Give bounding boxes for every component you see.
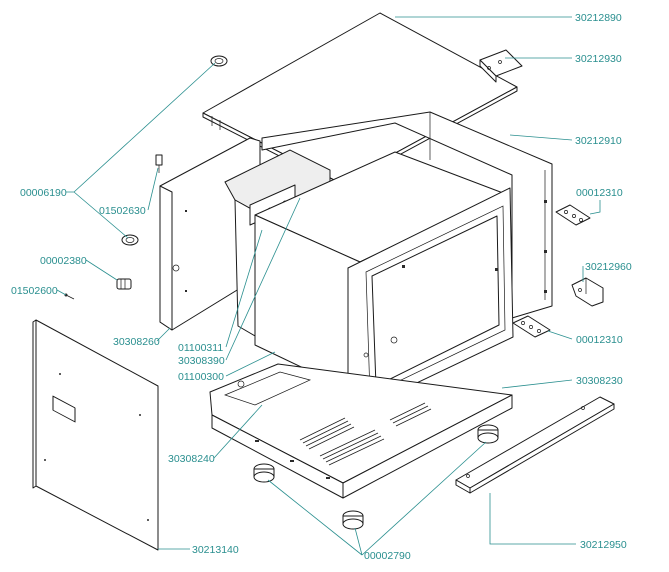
leader-30212910 bbox=[509, 134, 573, 141]
hinge-plate-lower bbox=[512, 315, 551, 338]
label-00012310-upper: 00012310 bbox=[576, 187, 623, 199]
label-30308240: 30308240 bbox=[168, 453, 215, 465]
front-frame bbox=[347, 187, 514, 411]
leader-30308390 bbox=[225, 197, 301, 361]
base-vents bbox=[299, 402, 432, 466]
leader-30308230 bbox=[501, 379, 573, 389]
label-30212890: 30212890 bbox=[575, 12, 622, 24]
leader-lines bbox=[56, 16, 601, 556]
leader-00002790 bbox=[267, 441, 487, 556]
foot-center bbox=[342, 510, 364, 530]
label-01502600: 01502600 bbox=[11, 285, 58, 297]
label-01502630: 01502630 bbox=[99, 205, 146, 217]
label-00002790: 00002790 bbox=[364, 550, 411, 562]
label-30212950: 30212950 bbox=[580, 539, 627, 551]
grommet-lower bbox=[121, 234, 139, 246]
leader-01502630 bbox=[147, 167, 159, 211]
hinge-bracket-30212960 bbox=[571, 277, 604, 307]
label-30308230: 30308230 bbox=[576, 375, 623, 387]
leader-00012310-upper bbox=[589, 200, 601, 215]
part-labels: 30212890 30212930 30212910 00006190 0150… bbox=[11, 12, 632, 562]
leader-30212950 bbox=[489, 493, 576, 545]
leader-01502600 bbox=[56, 289, 67, 296]
hinge-plate-upper bbox=[555, 204, 591, 226]
label-00012310-lower: 00012310 bbox=[576, 334, 623, 346]
screw-01502600 bbox=[64, 293, 75, 300]
label-30212910: 30212910 bbox=[575, 135, 622, 147]
label-30213140: 30213140 bbox=[192, 544, 239, 556]
leader-00012310-lower bbox=[547, 330, 573, 340]
label-01100311: 01100311 bbox=[178, 342, 223, 354]
base-tray bbox=[209, 363, 513, 499]
screw-01502630 bbox=[155, 154, 163, 173]
leader-01100311 bbox=[225, 229, 263, 348]
foot-right bbox=[477, 424, 499, 444]
cable-gland bbox=[116, 278, 132, 290]
label-30308260: 30308260 bbox=[113, 336, 160, 348]
leader-00002380 bbox=[85, 259, 118, 281]
label-00002380: 00002380 bbox=[40, 255, 87, 267]
label-00006190: 00006190 bbox=[20, 187, 67, 199]
label-30212960: 30212960 bbox=[585, 261, 632, 273]
label-30212930: 30212930 bbox=[575, 53, 622, 65]
top-bracket bbox=[479, 49, 523, 83]
side-rail bbox=[455, 396, 615, 494]
leader-00006190 bbox=[66, 62, 216, 239]
leader-30308260 bbox=[156, 327, 171, 342]
label-01100300: 01100300 bbox=[178, 371, 224, 383]
leader-01100300 bbox=[225, 351, 276, 377]
foot-left bbox=[253, 463, 275, 483]
leader-30308240 bbox=[213, 404, 263, 459]
front-door-panel bbox=[32, 319, 159, 551]
label-30308390: 30308390 bbox=[178, 355, 225, 367]
